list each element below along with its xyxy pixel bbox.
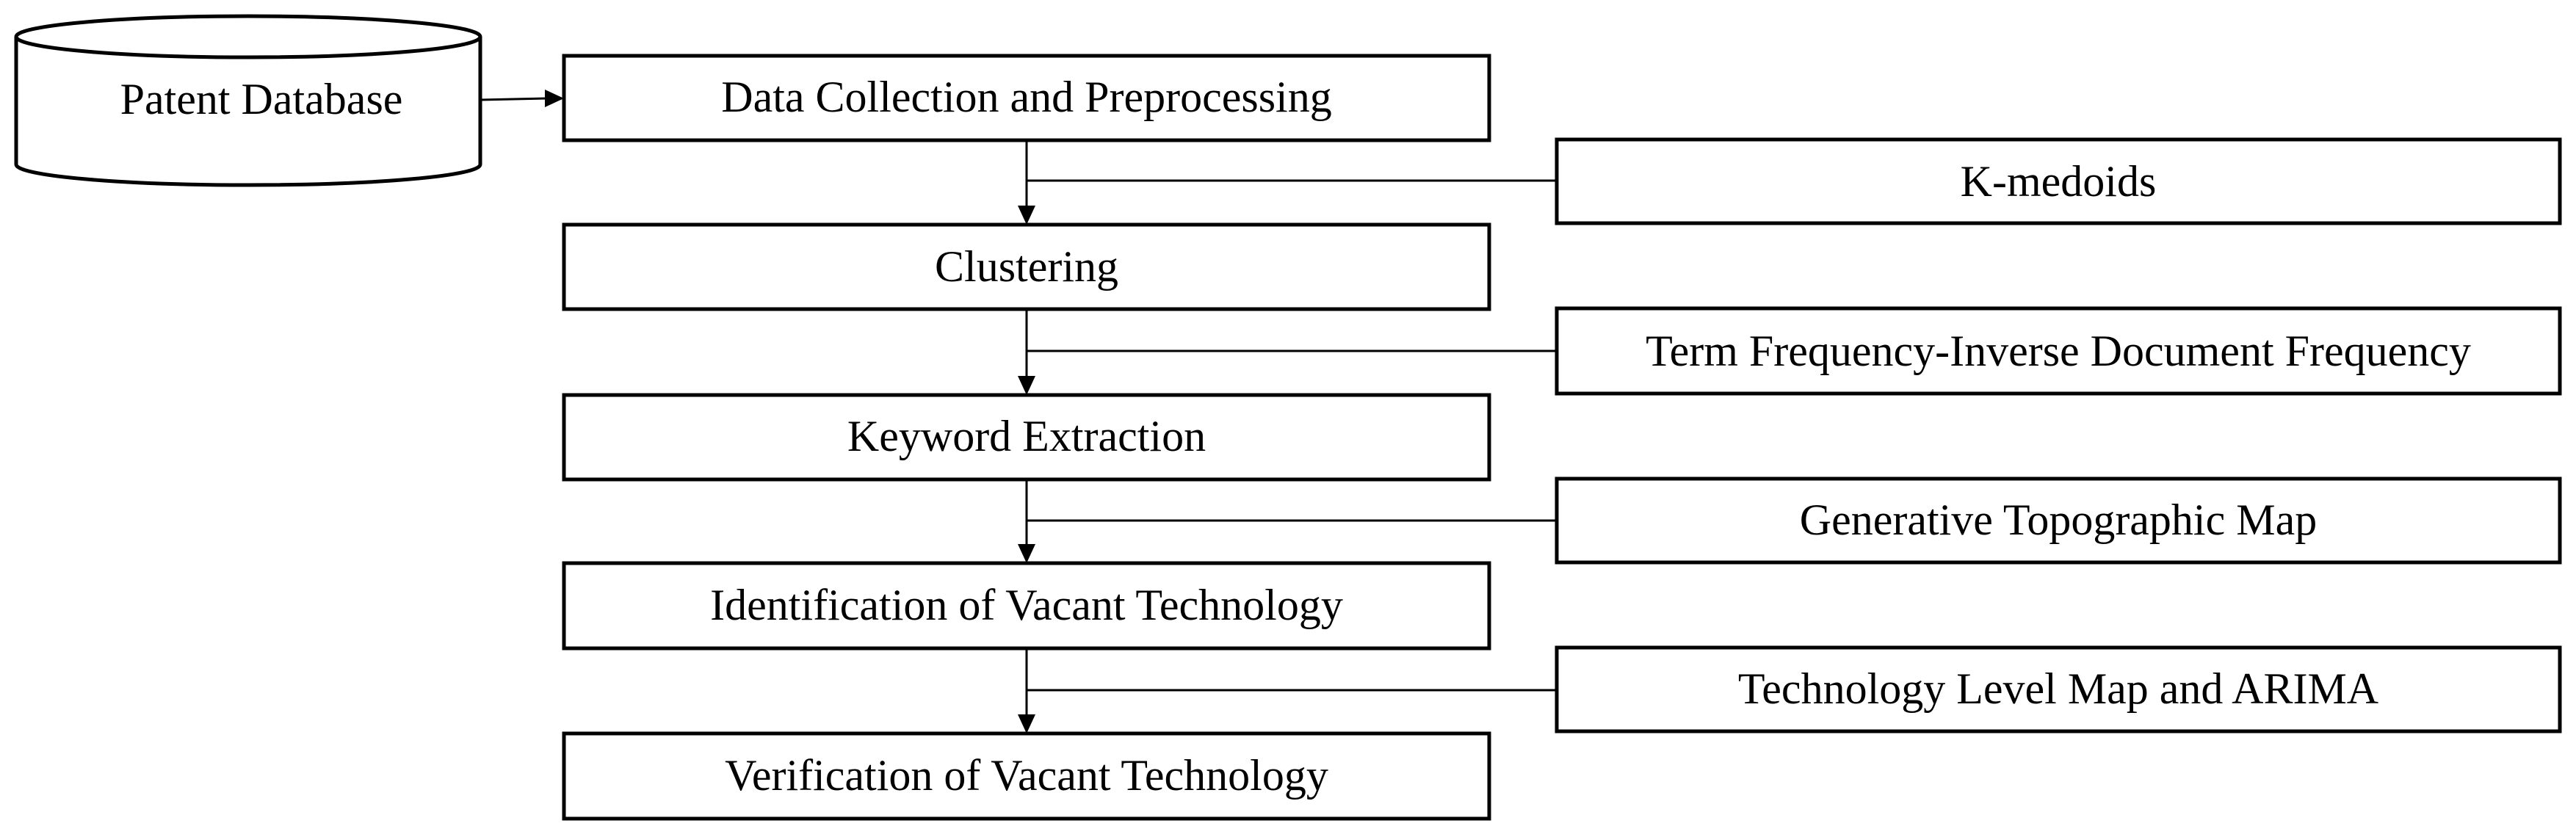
method-box-2: Term Frequency-Inverse Document Frequenc… [1555, 306, 2562, 396]
step-connector-3-arrowhead [1018, 544, 1035, 563]
step-label-5: Verification of Vacant Technology [725, 751, 1328, 800]
database-arrow-line [480, 97, 548, 101]
step-connector-4 [1018, 648, 1035, 733]
method-label-4: Technology Level Map and ARIMA [1738, 664, 2378, 713]
method-box-3-rect [1555, 477, 2562, 565]
step-connector-1 [1018, 140, 1035, 225]
step-connector-3 [1018, 479, 1035, 563]
method-box-4-rect [1555, 645, 2562, 733]
step-connector-2-arrowhead [1018, 376, 1035, 395]
step-box-5-rect [562, 731, 1491, 821]
step-label-1: Data Collection and Preprocessing [721, 73, 1331, 121]
step-label-3: Keyword Extraction [847, 412, 1206, 460]
method-box-3: Generative Topographic Map [1555, 477, 2562, 565]
step-box-5: Verification of Vacant Technology [562, 731, 1491, 821]
step-box-4-rect [562, 561, 1491, 651]
database-arrow-head [545, 90, 564, 107]
step-label-4: Identification of Vacant Technology [710, 581, 1343, 629]
step-box-1-rect [562, 54, 1491, 142]
step-connector-4-arrowhead [1018, 714, 1035, 733]
database-cylinder-top [14, 14, 482, 59]
step-box-4: Identification of Vacant Technology [562, 561, 1491, 651]
step-box-3-rect [562, 393, 1491, 482]
method-box-1-rect [1555, 137, 2562, 225]
step-box-2: Clustering [562, 222, 1491, 311]
step-connector-1-arrowhead [1018, 206, 1035, 225]
step-connector-2 [1018, 309, 1035, 395]
database-to-step-arrow [480, 90, 564, 107]
method-label-2: Term Frequency-Inverse Document Frequenc… [1646, 327, 2471, 375]
step-label-2: Clustering [935, 242, 1118, 291]
method-box-4: Technology Level Map and ARIMA [1555, 645, 2562, 733]
step-box-3: Keyword Extraction [562, 393, 1491, 482]
step-box-1: Data Collection and Preprocessing [562, 54, 1491, 142]
method-label-1: K-medoids [1961, 157, 2157, 206]
patent-database-label: Patent Database [120, 75, 403, 123]
database-cylinder-body [14, 37, 482, 187]
method-box-1: K-medoids [1555, 137, 2562, 225]
method-label-3: Generative Topographic Map [1800, 496, 2317, 544]
patent-database-cylinder: Patent Database [14, 14, 482, 187]
